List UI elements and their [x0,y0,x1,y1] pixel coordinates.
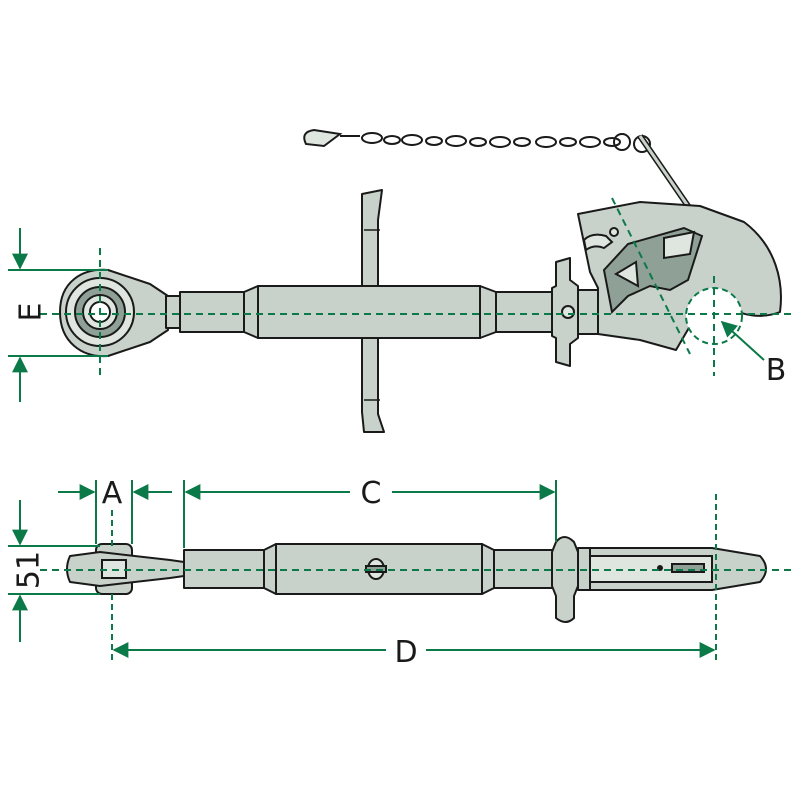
dimension-d: D [112,635,716,670]
lock-lever-side [551,536,579,623]
dimension-e: E [8,228,108,402]
label-a: A [102,476,123,511]
top-view: E B [8,128,796,433]
dimension-c: C [184,476,556,511]
dimension-a: A [58,476,172,511]
ball-joint-eye [59,268,169,358]
label-c: C [361,476,382,511]
label-e: E [14,303,49,322]
quick-hook [577,201,782,351]
hook-angle-line [611,197,691,355]
dimension-b: B [720,320,787,388]
lock-lever [551,257,579,367]
label-d: D [394,635,417,670]
label-51: 51 [12,551,47,589]
label-b: B [766,353,787,388]
dimension-51: 51 [8,500,100,642]
safety-chain [303,128,691,208]
top-link-tube [165,285,553,339]
side-view: A C 51 D [8,476,796,670]
